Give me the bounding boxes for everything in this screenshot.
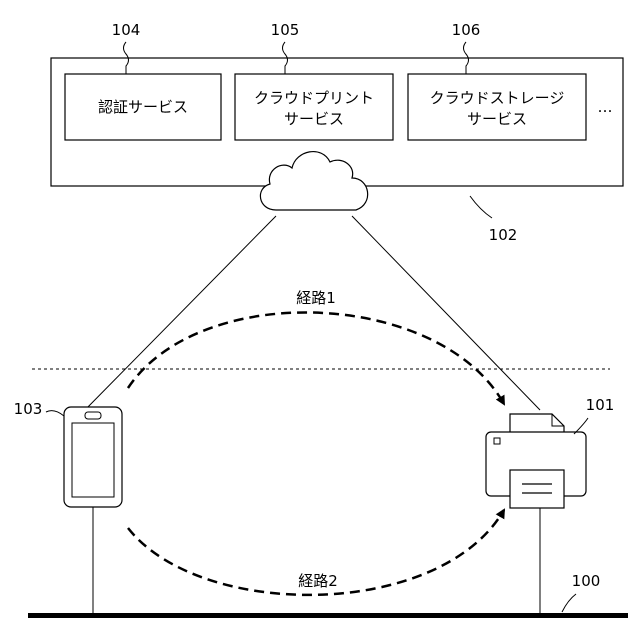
printer-icon xyxy=(486,414,586,508)
ref-100: 100 xyxy=(572,572,601,590)
leader-103 xyxy=(46,411,64,416)
auth-service-box: 認証サービス xyxy=(65,74,221,140)
ref-103: 103 xyxy=(14,400,43,418)
cloud-storage-service-label-line2: サービス xyxy=(467,110,527,128)
auth-service-label: 認証サービス xyxy=(98,98,188,116)
cloud-print-service-label-line2: サービス xyxy=(284,110,344,128)
route-1-label: 経路1 xyxy=(296,289,336,307)
ref-106: 106 xyxy=(452,21,481,39)
route-2-label: 経路2 xyxy=(298,572,338,590)
ref-105: 105 xyxy=(271,21,300,39)
ref-102: 102 xyxy=(489,226,518,244)
cloud-print-service-label-line1: クラウドプリント xyxy=(254,89,374,107)
cloud-print-service-box: クラウドプリント サービス xyxy=(235,74,393,140)
more-services-ellipsis: … xyxy=(598,98,613,116)
ref-101: 101 xyxy=(586,396,615,414)
link-cloud-to-printer xyxy=(352,216,540,410)
leader-100 xyxy=(562,594,576,612)
mobile-device xyxy=(64,407,122,507)
ref-104: 104 xyxy=(112,21,141,39)
cloud-storage-service-box: クラウドストレージ サービス xyxy=(408,74,586,140)
network-line xyxy=(28,613,628,618)
leader-102 xyxy=(470,196,492,218)
link-cloud-to-mobile xyxy=(82,216,276,413)
cloud-storage-service-label-line1: クラウドストレージ xyxy=(430,89,565,107)
route-1-arrow xyxy=(128,312,504,404)
